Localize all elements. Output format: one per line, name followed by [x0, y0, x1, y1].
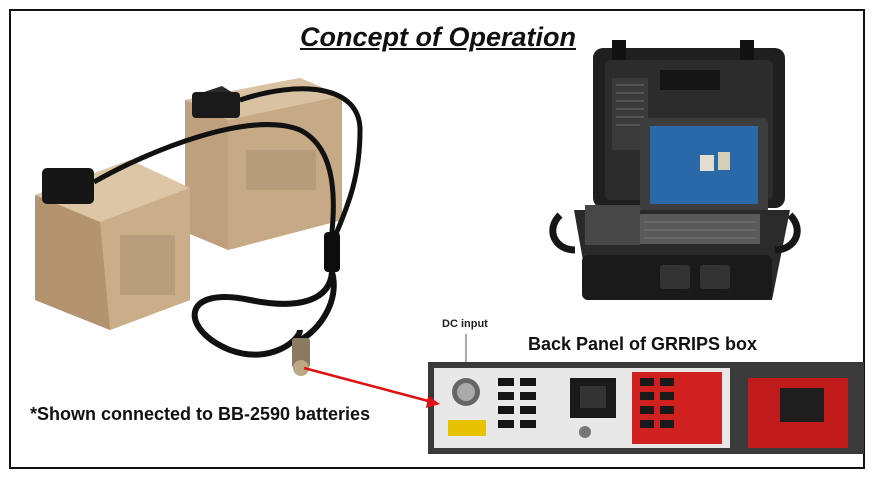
connection-arrow — [303, 366, 440, 408]
batteries-caption: *Shown connected to BB-2590 batteries — [30, 404, 371, 424]
dc-input-label: DC input — [442, 318, 488, 330]
figure-title: Concept of Operation — [300, 22, 576, 52]
grrips-case-illustration — [549, 40, 801, 300]
back-panel-illustration — [428, 334, 864, 454]
back-panel-caption: Back Panel of GRRIPS box — [528, 334, 758, 354]
battery-pack-illustration — [35, 78, 363, 376]
